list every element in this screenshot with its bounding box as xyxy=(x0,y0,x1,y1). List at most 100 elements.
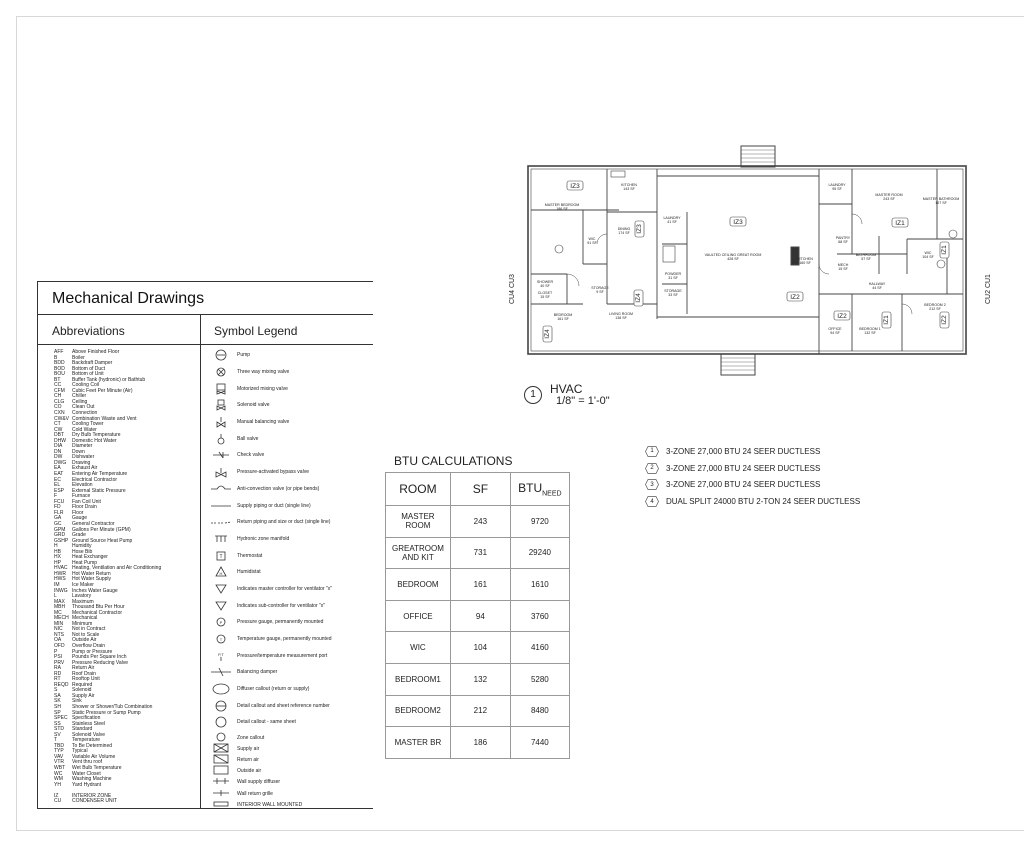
abbreviation-code: SA xyxy=(54,692,61,699)
room-area: 138 SF xyxy=(615,316,627,320)
legend-row: Zone callout xyxy=(208,732,373,743)
legend-label: Wall return grille xyxy=(237,790,273,797)
room-label: KITCHEN xyxy=(797,257,813,261)
divider xyxy=(38,344,373,345)
cell-sf: 731 xyxy=(449,536,511,570)
master-controller-icon xyxy=(208,583,234,595)
return-air-icon xyxy=(208,754,234,766)
legend-row: Motorized mixing valve xyxy=(208,380,373,397)
detail-callout-icon xyxy=(208,700,234,712)
svg-text:P,T: P,T xyxy=(218,652,224,657)
abbreviation-code: RA xyxy=(54,665,61,672)
balancing-valve-icon xyxy=(208,416,234,428)
abbreviation-code: HB xyxy=(54,548,61,555)
abbreviation-desc: Pump or Pressure xyxy=(72,648,113,655)
abbreviation-code: HX xyxy=(54,554,61,561)
note-number: 2 xyxy=(650,465,654,472)
abbreviation-code: HWS xyxy=(54,576,66,583)
abbreviation-code: GRD xyxy=(54,532,66,539)
abbreviation-code: BOU xyxy=(54,371,65,378)
legend-label: Check valve xyxy=(237,452,265,459)
abbreviation-code: FD xyxy=(54,504,61,511)
abbreviation-code: MIN xyxy=(54,620,64,627)
abbreviation-code: WBT xyxy=(54,765,66,772)
room-area: 428 SF xyxy=(727,257,739,261)
abbreviation-code: AFF xyxy=(54,349,64,355)
abbreviation-desc: Fan Coil Unit xyxy=(72,498,101,505)
zone-callout: IZ3 xyxy=(566,180,584,191)
balancing-damper-icon xyxy=(208,666,234,678)
abbreviation-desc: Dry Bulb Temperature xyxy=(72,432,121,439)
room-area: 161 SF xyxy=(557,317,569,321)
temperature-gauge-icon: T xyxy=(208,633,234,645)
legend-row: Hydronic zone manifold xyxy=(208,531,373,548)
legend-row: Detail callout and sheet reference numbe… xyxy=(208,697,373,714)
abbreviation-desc: Diameter xyxy=(72,443,93,450)
abbreviation-code: CC xyxy=(54,382,62,389)
room-label: BATHROOM xyxy=(856,253,877,257)
legend-row: Wall supply diffuser xyxy=(208,777,373,788)
sub-controller-icon xyxy=(208,600,234,612)
svg-text:IZ3: IZ3 xyxy=(570,183,580,190)
abbreviation-code: RD xyxy=(54,670,62,677)
front-porch-steps xyxy=(740,145,776,168)
ball-valve-icon xyxy=(208,433,234,445)
abbreviation-desc: Stainless Steel xyxy=(72,720,106,727)
zone-callout: IZ4 xyxy=(633,289,644,307)
three-way-valve-icon xyxy=(208,366,234,378)
room-label: VAULTED CEILING GREAT ROOM xyxy=(705,253,762,257)
room-area: 186 SF xyxy=(556,207,568,211)
legend-label: Balancing damper xyxy=(237,669,278,676)
cell-room: MASTER BR xyxy=(385,726,451,759)
symbol-legend-heading: Symbol Legend xyxy=(214,324,298,338)
abbreviation-code: RT xyxy=(54,676,61,683)
abbreviation-code: CH xyxy=(54,393,62,400)
room-area: 160 SF xyxy=(799,261,811,265)
abbreviation-code: HP xyxy=(54,559,61,566)
room-area: 33 SF xyxy=(668,293,678,297)
abbreviation-desc: Yard Hydrant xyxy=(72,781,102,788)
legend-row: Supply air xyxy=(208,743,373,754)
wall-supply-diffuser-icon xyxy=(208,776,234,788)
room-area: 15 SF xyxy=(540,295,550,299)
thermostat-icon: T xyxy=(208,550,234,562)
cell-room: BEDROOM2 xyxy=(385,694,451,728)
abbreviation-code: IZ xyxy=(54,792,59,799)
abbreviation-code: HVAC xyxy=(54,565,68,572)
cell-sf: 161 xyxy=(449,568,511,601)
abbreviation-code: TBD xyxy=(54,742,64,749)
abbreviation-code: BOD xyxy=(54,365,65,372)
abbreviation-code: BT xyxy=(54,376,61,383)
room-label: POWDER xyxy=(665,272,682,276)
toilet-fixture xyxy=(554,244,564,254)
abbreviation-desc: Cold Water xyxy=(72,426,97,433)
abbreviation-desc: INTERIOR ZONE xyxy=(72,792,112,799)
detail-callout-same-icon xyxy=(208,716,234,728)
abbreviation-desc: Solenoid Valve xyxy=(72,731,105,738)
zone-callout-icon xyxy=(208,732,234,744)
abbreviation-desc: Wet Bulb Temperature xyxy=(72,765,122,772)
abbreviation-code: FLR xyxy=(54,509,64,516)
abbreviation-desc: Ground Source Heat Pump xyxy=(72,537,133,544)
note-text: 3-ZONE 27,000 BTU 24 SEER DUCTLESS xyxy=(666,480,821,490)
room-area: 95 SF xyxy=(832,187,842,191)
abbreviation-desc: Maximum xyxy=(72,598,94,605)
bypass-valve-icon xyxy=(208,466,234,478)
legend-label: Supply piping or duct (single line) xyxy=(237,502,311,509)
